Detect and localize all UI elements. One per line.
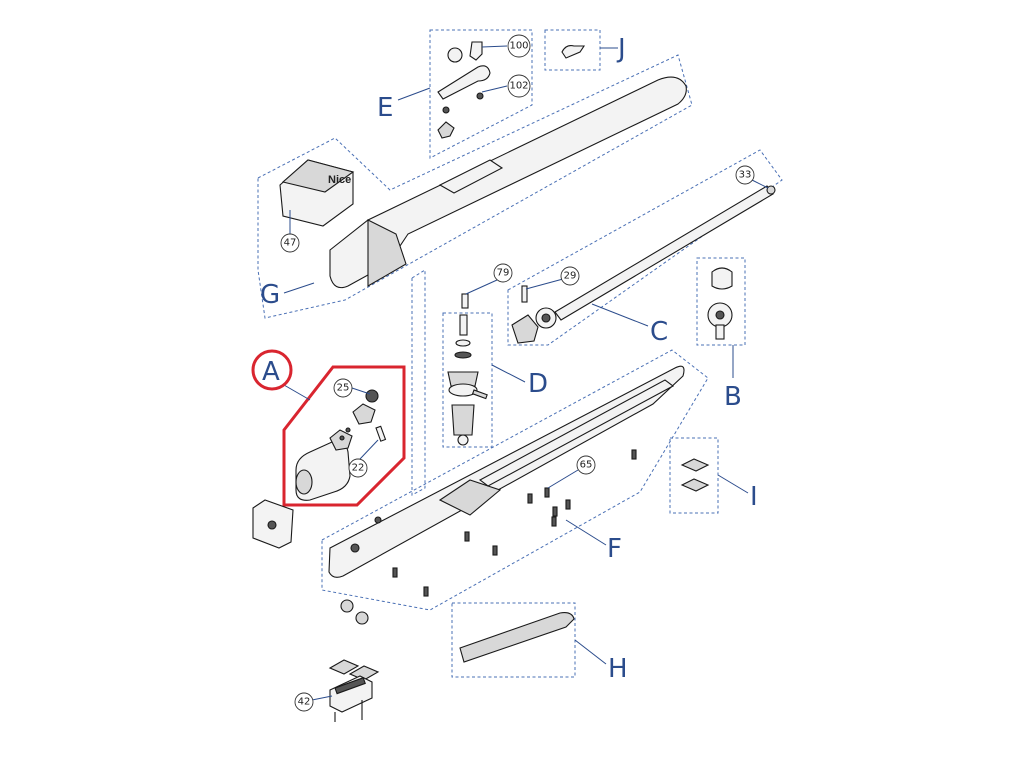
group-inner-dashes <box>411 269 426 496</box>
svg-text:47: 47 <box>284 238 297 249</box>
callout-79: 79 <box>465 263 513 295</box>
group-F-outline <box>321 349 709 611</box>
label-D: D <box>528 369 548 399</box>
svg-text:25: 25 <box>337 383 350 394</box>
leader-G <box>283 282 315 294</box>
callout-42: 42 <box>294 692 333 712</box>
leader-F <box>565 519 607 546</box>
svg-text:79: 79 <box>497 268 510 279</box>
group-G-outline <box>257 54 693 319</box>
group-D-outline <box>442 312 493 448</box>
svg-text:22: 22 <box>352 463 365 474</box>
leader-A <box>283 384 311 401</box>
leader-I <box>717 474 749 494</box>
callout-29: 29 <box>525 266 580 290</box>
label-J: J <box>616 34 626 64</box>
part-42-terminal <box>328 659 380 722</box>
label-I: I <box>750 482 758 512</box>
leader-H <box>574 639 607 665</box>
part-I-pads <box>680 458 710 492</box>
group-I-outline <box>669 437 719 514</box>
part-79-bolt <box>461 293 469 309</box>
part-J-pin <box>561 45 586 59</box>
svg-text:33: 33 <box>739 170 752 181</box>
callout-25: 25 <box>333 378 371 398</box>
callout-22: 22 <box>348 439 379 478</box>
part-H-plate <box>459 612 575 663</box>
label-A: A <box>262 357 280 387</box>
label-H: H <box>608 654 628 684</box>
label-F: F <box>607 534 622 564</box>
leader-E <box>397 87 431 101</box>
svg-text:100: 100 <box>509 41 528 52</box>
leader-C <box>591 303 649 327</box>
group-C-outline <box>507 149 783 346</box>
label-G: G <box>260 280 280 310</box>
part-bushings <box>340 599 369 625</box>
group-B-outline <box>696 257 746 346</box>
group-J-outline <box>544 29 601 71</box>
group-E-outline <box>429 29 533 159</box>
svg-text:102: 102 <box>509 81 528 92</box>
part-control-module <box>252 499 294 549</box>
callout-102: 102 <box>481 74 531 98</box>
svg-text:42: 42 <box>298 697 311 708</box>
leader-D <box>491 364 526 383</box>
label-C: C <box>650 317 668 347</box>
svg-text:29: 29 <box>564 271 577 282</box>
svg-text:65: 65 <box>580 460 593 471</box>
callout-47: 47 <box>280 210 300 253</box>
callout-65: 65 <box>547 455 596 489</box>
label-E: E <box>377 93 393 123</box>
callout-100: 100 <box>481 34 531 58</box>
part-65-screws <box>392 449 637 597</box>
part-B-key <box>707 267 733 340</box>
part-F-base <box>328 365 685 578</box>
label-B: B <box>724 382 742 412</box>
callout-33: 33 <box>735 165 769 189</box>
part-G-cover <box>329 76 687 289</box>
group-A-highlight <box>282 365 406 507</box>
cover-logo: Nice <box>328 174 351 186</box>
part-C-shaft <box>511 185 776 344</box>
label-A-circle <box>251 349 293 391</box>
part-E-assembly <box>437 41 491 139</box>
part-A-motor <box>295 389 387 501</box>
part-47-cap: Nice <box>279 159 355 227</box>
part-D-gearstack <box>447 314 488 446</box>
